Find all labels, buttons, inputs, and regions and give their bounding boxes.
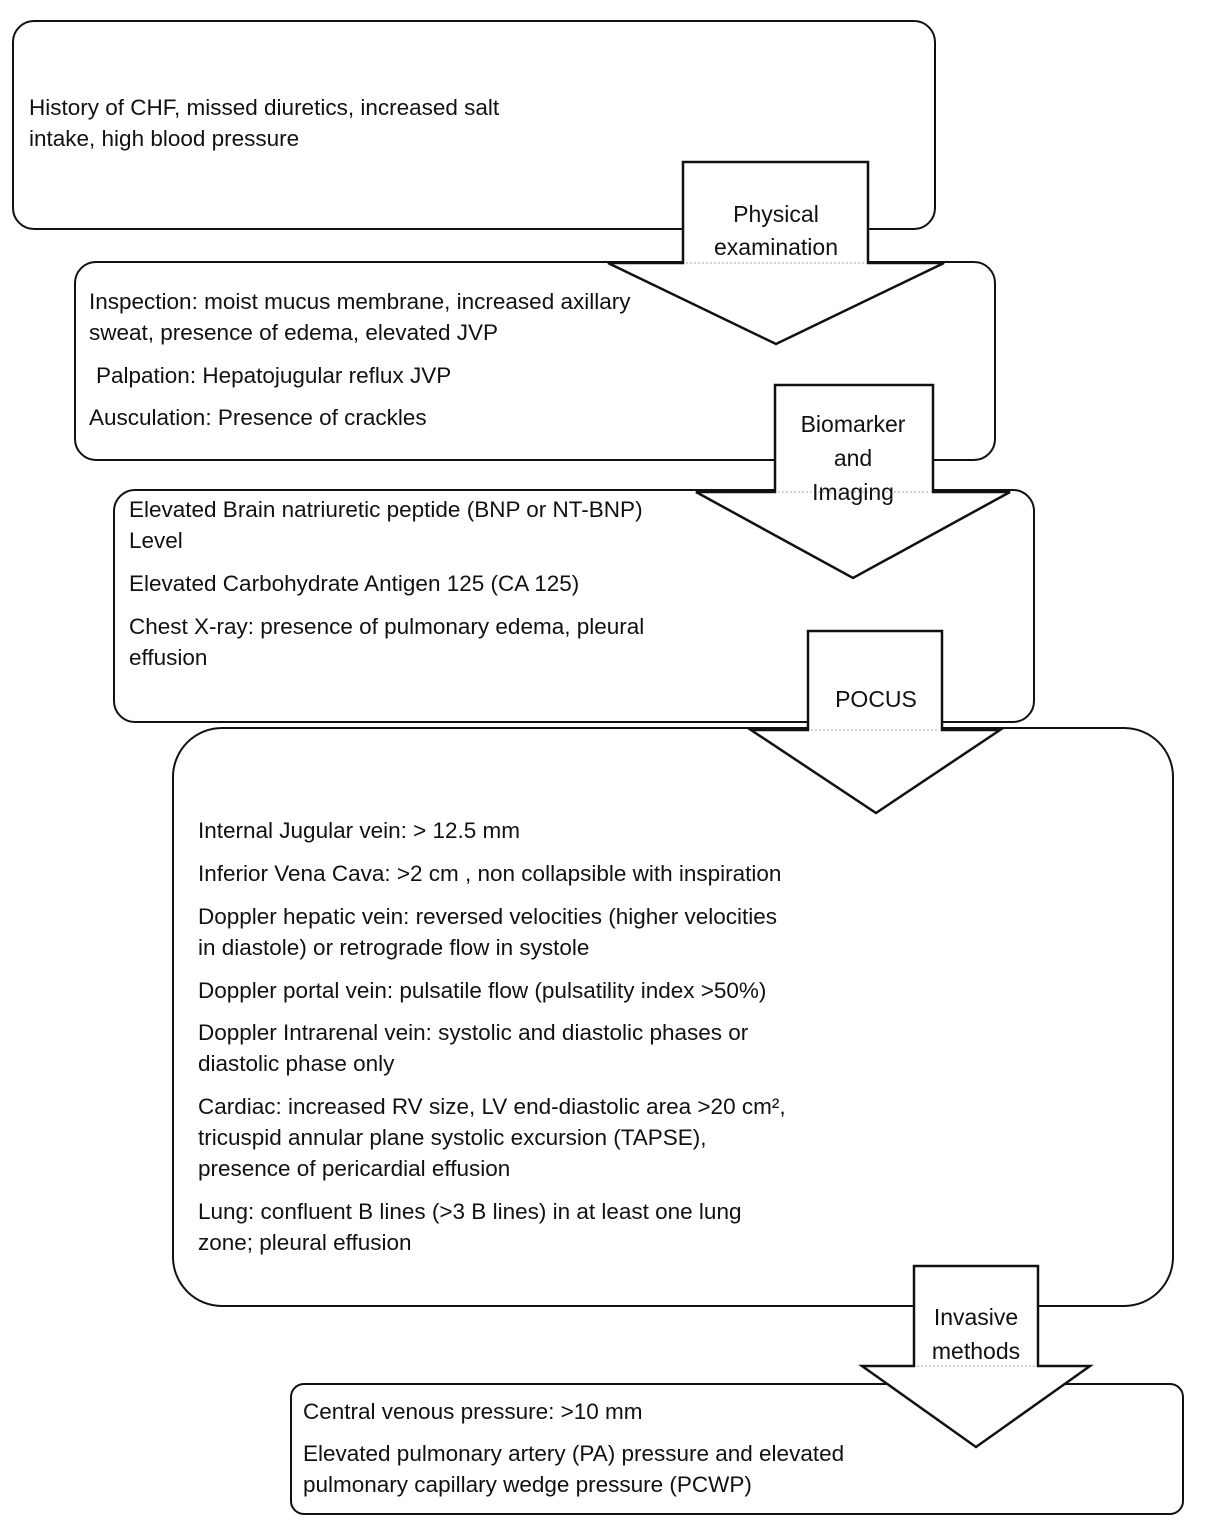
cardiac-line-2: tricuspid annular plane systolic excursi… bbox=[198, 1125, 707, 1150]
bnp-line-1: Elevated Brain natriuretic peptide (BNP … bbox=[129, 497, 643, 522]
arrow-biomarker-imaging bbox=[695, 383, 1011, 580]
pa-pressure-line-2: pulmonary capillary wedge pressure (PCWP… bbox=[303, 1472, 752, 1497]
xray-line-2: effusion bbox=[129, 645, 208, 670]
arrow-label-invasive-2: methods bbox=[932, 1338, 1020, 1364]
xray-line-1: Chest X-ray: presence of pulmonary edema… bbox=[129, 614, 645, 639]
arrow-label-physical-2: examination bbox=[714, 234, 838, 260]
arrow-label-biomarker-3: Imaging bbox=[812, 479, 894, 505]
lung-line-1: Lung: confluent B lines (>3 B lines) in … bbox=[198, 1199, 742, 1224]
arrow-label-invasive-1: Invasive bbox=[934, 1304, 1018, 1330]
arrow-physical-examination bbox=[607, 160, 945, 346]
cardiac-line-3: presence of pericardial effusion bbox=[198, 1156, 511, 1181]
arrow-label-physical-1: Physical bbox=[733, 201, 819, 227]
arrow-invasive-methods bbox=[858, 1264, 1094, 1449]
hepatic-vein-line-2: in diastole) or retrograde flow in systo… bbox=[198, 935, 590, 960]
history-line-1: History of CHF, missed diuretics, increa… bbox=[29, 95, 500, 120]
lung-line-2: zone; pleural effusion bbox=[198, 1230, 412, 1255]
auscultation-line: Ausculation: Presence of crackles bbox=[89, 405, 427, 430]
ca125-line: Elevated Carbohydrate Antigen 125 (CA 12… bbox=[129, 571, 580, 596]
pa-pressure-line-1: Elevated pulmonary artery (PA) pressure … bbox=[303, 1441, 845, 1466]
cardiac-line-1: Cardiac: increased RV size, LV end-diast… bbox=[198, 1094, 786, 1119]
palpation-line: Palpation: Hepatojugular reflux JVP bbox=[96, 363, 452, 388]
cvp-line: Central venous pressure: >10 mm bbox=[303, 1399, 643, 1424]
history-line-2: intake, high blood pressure bbox=[29, 126, 300, 151]
bnp-line-2: Level bbox=[129, 528, 183, 553]
arrow-label-biomarker-2: and bbox=[834, 445, 872, 471]
arrow-pocus bbox=[746, 629, 1005, 815]
inspection-line-2: sweat, presence of edema, elevated JVP bbox=[89, 320, 498, 345]
arrow-label-pocus: POCUS bbox=[835, 686, 917, 712]
intrarenal-vein-line-2: diastolic phase only bbox=[198, 1051, 395, 1076]
ivc-line: Inferior Vena Cava: >2 cm , non collapsi… bbox=[198, 861, 782, 886]
arrow-label-biomarker-1: Biomarker bbox=[801, 411, 906, 437]
inspection-line-1: Inspection: moist mucus membrane, increa… bbox=[89, 289, 631, 314]
hepatic-vein-line-1: Doppler hepatic vein: reversed velocitie… bbox=[198, 904, 778, 929]
intrarenal-vein-line-1: Doppler Intrarenal vein: systolic and di… bbox=[198, 1020, 749, 1045]
ijv-line: Internal Jugular vein: > 12.5 mm bbox=[198, 818, 521, 843]
portal-vein-line: Doppler portal vein: pulsatile flow (pul… bbox=[198, 978, 767, 1003]
pocus-box bbox=[172, 727, 1174, 1307]
